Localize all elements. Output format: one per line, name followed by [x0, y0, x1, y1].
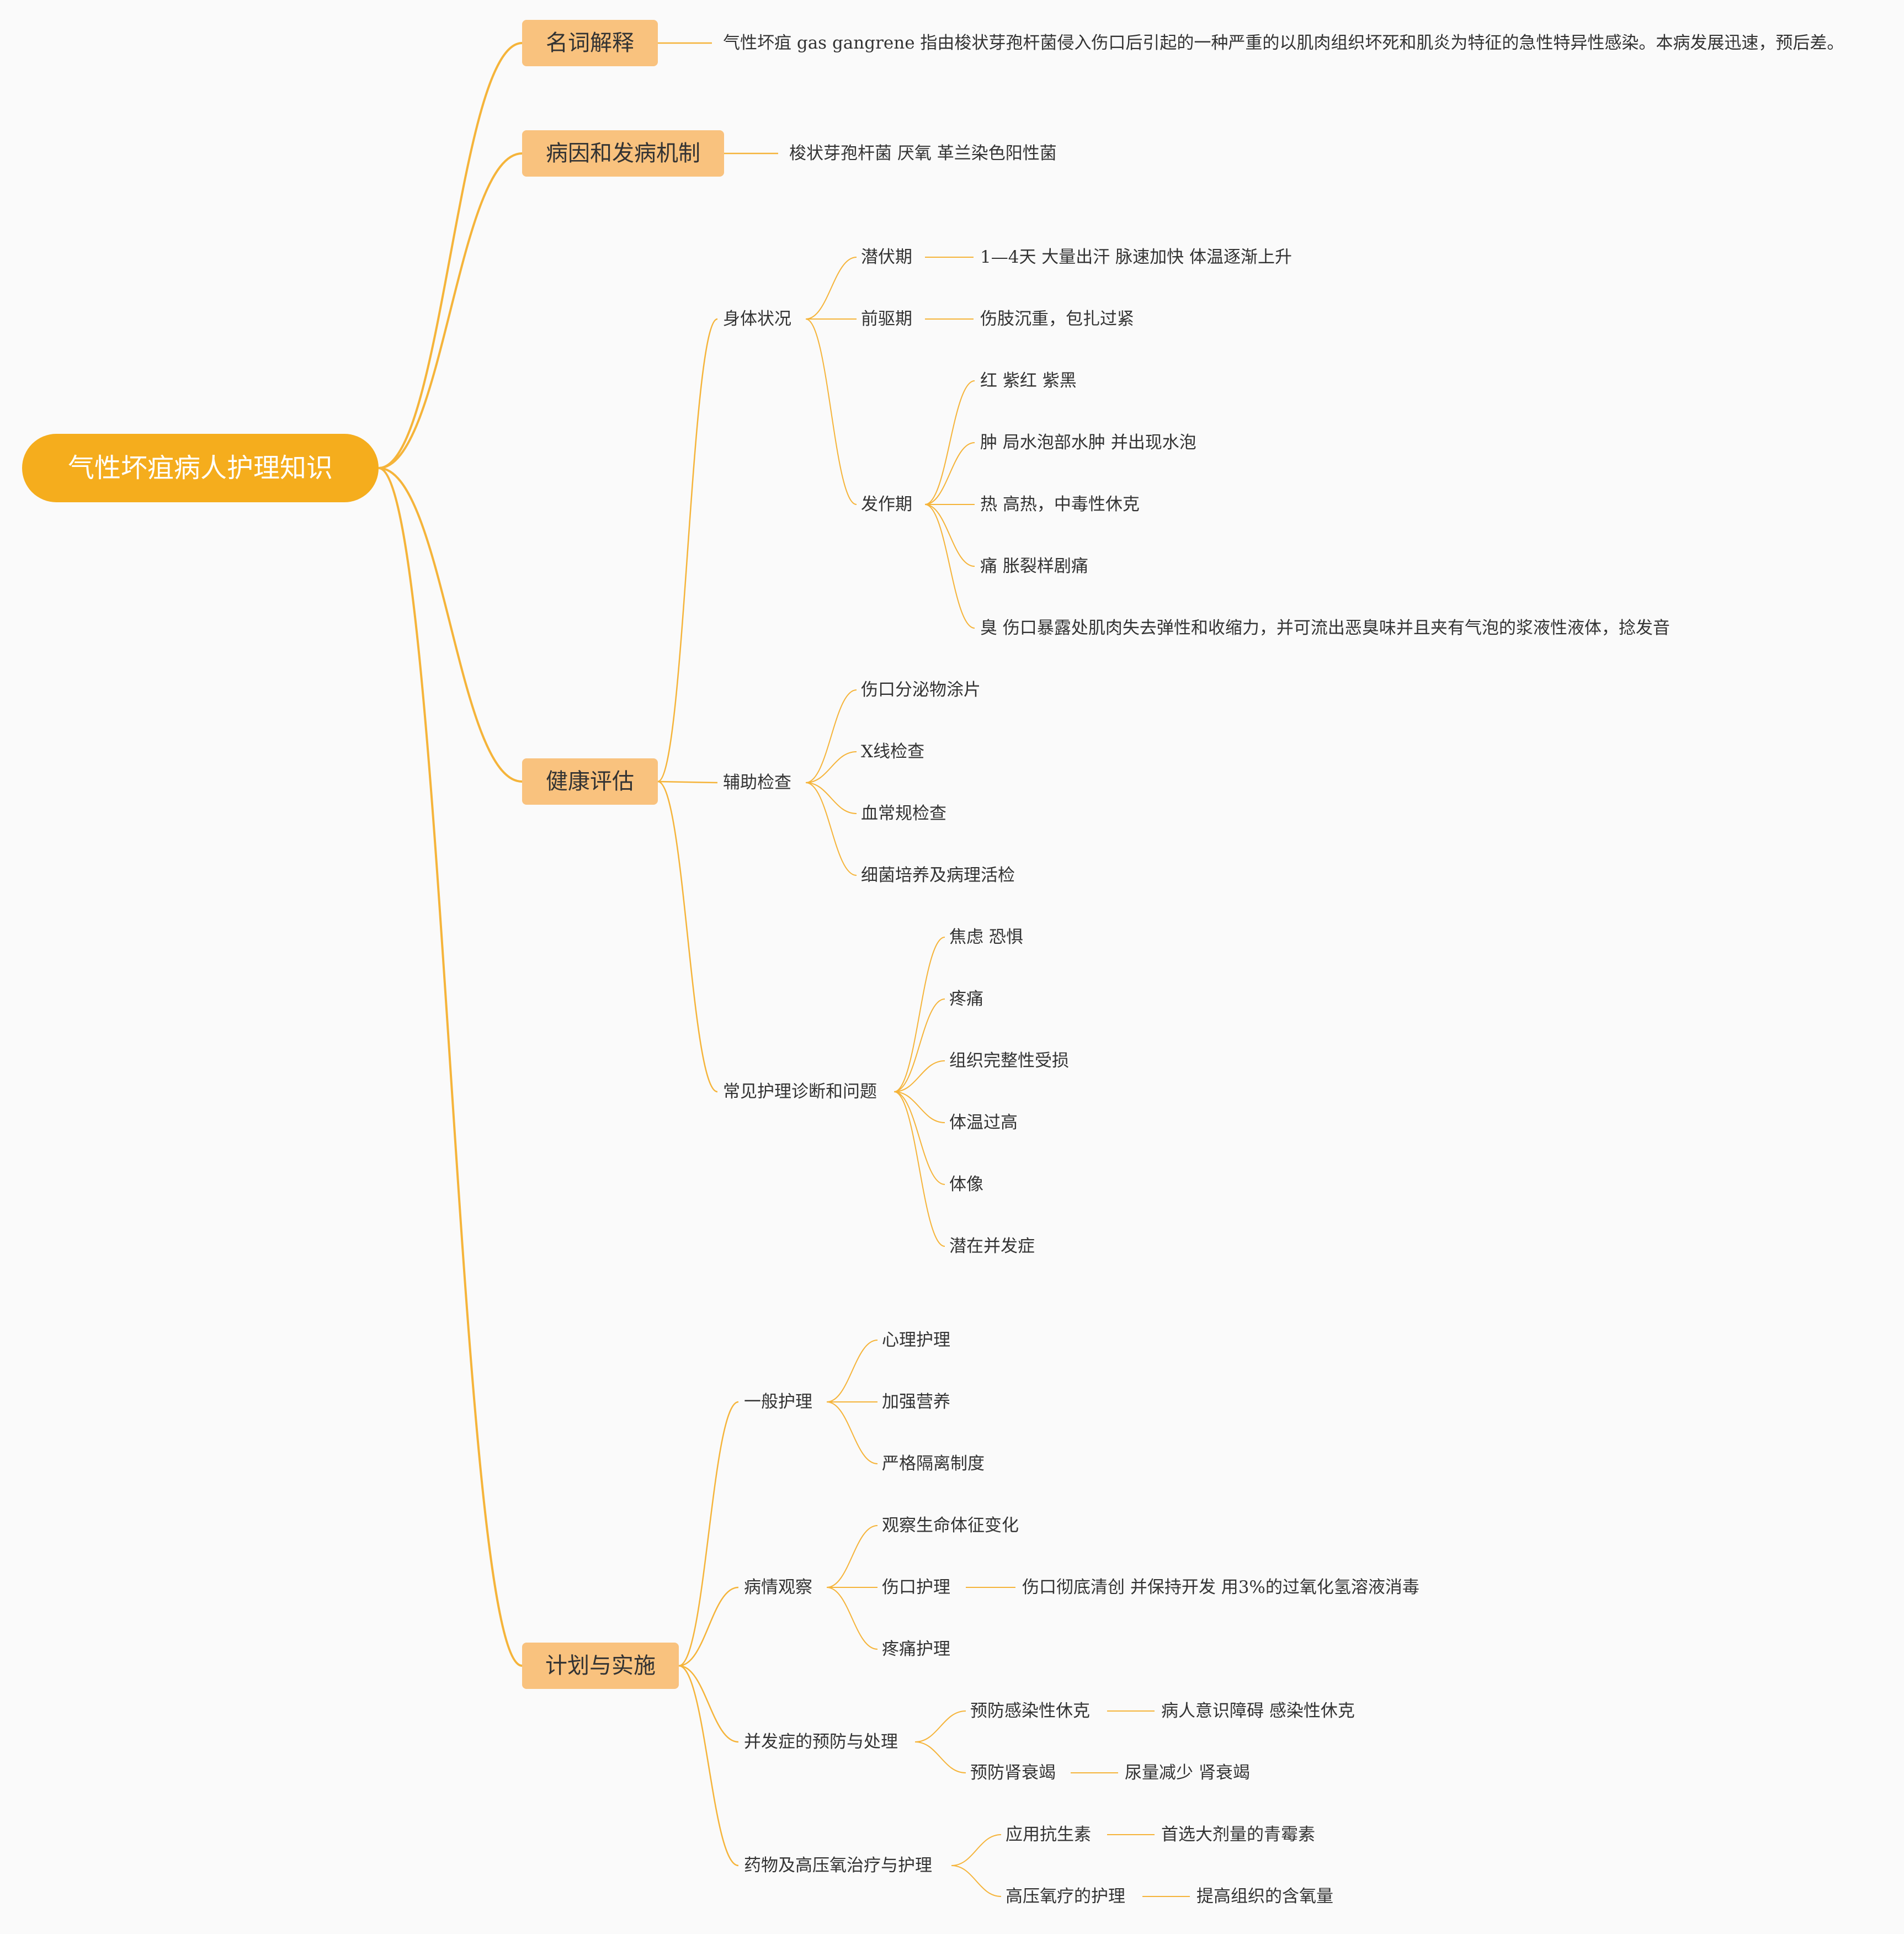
topic-health-assessment[interactable]: 健康评估	[522, 758, 658, 805]
nursing-diagnosis[interactable]: 常见护理诊断和问题	[723, 1082, 877, 1102]
wound-care[interactable]: 伤口护理	[882, 1577, 950, 1597]
septic-shock-detail: 病人意识障碍 感染性休克	[1161, 1701, 1355, 1721]
onset-item: 臭 伤口暴露处肌肉失去弹性和收缩力，并可流出恶臭味并且夹有气泡的浆液性液体，捻发…	[980, 618, 1670, 638]
connector	[657, 780, 718, 784]
connector	[826, 1401, 878, 1464]
onset-item: 红 紫红 紫黑	[980, 371, 1077, 391]
connector	[924, 442, 975, 505]
diag-item: 潜在并发症	[949, 1236, 1035, 1256]
connector	[805, 318, 857, 505]
connector	[805, 751, 857, 783]
stage-prodromal[interactable]: 前驱期	[861, 309, 912, 329]
renal-failure-detail: 尿量减少 肾衰竭	[1125, 1763, 1250, 1783]
etiology-detail: 梭状芽孢杆菌 厌氧 革兰染色阳性菌	[789, 144, 1057, 163]
root-topic[interactable]: 气性坏疽病人护理知识	[22, 434, 379, 502]
connector	[894, 1091, 945, 1185]
connector	[826, 1525, 878, 1588]
connector	[826, 1340, 878, 1402]
onset-item: 热 高热，中毒性休克	[980, 495, 1140, 514]
connector	[894, 998, 945, 1092]
general-item: 加强营养	[882, 1392, 950, 1412]
connector	[894, 937, 945, 1092]
aux-item: 伤口分泌物涂片	[861, 680, 981, 700]
prevent-septic-shock[interactable]: 预防感染性休克	[970, 1701, 1090, 1721]
connector	[378, 467, 523, 1667]
connector	[894, 1091, 945, 1123]
observe-item: 观察生命体征变化	[882, 1516, 1019, 1535]
hyperbaric-oxygen-detail: 提高组织的含氧量	[1196, 1887, 1333, 1906]
connector	[378, 467, 523, 783]
connector	[657, 318, 718, 783]
hyperbaric-oxygen[interactable]: 高压氧疗的护理	[1006, 1887, 1125, 1906]
antibiotics-detail: 首选大剂量的青霉素	[1161, 1825, 1315, 1845]
aux-item: 血常规检查	[861, 804, 946, 823]
connector	[805, 257, 857, 320]
general-item: 严格隔离制度	[882, 1454, 985, 1474]
connector	[826, 1587, 878, 1650]
connector	[951, 1865, 1002, 1897]
stage-incubation[interactable]: 潜伏期	[861, 247, 912, 267]
body-condition[interactable]: 身体状况	[723, 309, 791, 329]
drug-oxygen-therapy[interactable]: 药物及高压氧治疗与护理	[744, 1856, 932, 1875]
stage-onset[interactable]: 发作期	[861, 495, 912, 514]
onset-item: 肿 局水泡部水肿 并出现水泡	[980, 433, 1196, 453]
diag-item: 体温过高	[949, 1113, 1018, 1133]
diag-item: 组织完整性受损	[949, 1051, 1069, 1071]
condition-observation[interactable]: 病情观察	[744, 1577, 812, 1597]
prevent-renal-failure[interactable]: 预防肾衰竭	[970, 1763, 1056, 1783]
connector	[805, 782, 857, 814]
observe-item: 疼痛护理	[882, 1639, 950, 1659]
complication-prevention[interactable]: 并发症的预防与处理	[744, 1732, 898, 1752]
topic-etiology[interactable]: 病因和发病机制	[522, 130, 724, 177]
antibiotics[interactable]: 应用抗生素	[1006, 1825, 1091, 1845]
diag-item: 体像	[949, 1175, 983, 1194]
connector	[678, 1586, 739, 1667]
definition-detail: 气性坏疽 gas gangrene 指由梭状芽孢杆菌侵入伤口后引起的一种严重的以…	[723, 33, 1844, 53]
connector	[951, 1834, 1002, 1866]
topic-plan-implementation[interactable]: 计划与实施	[522, 1643, 679, 1689]
general-care[interactable]: 一般护理	[744, 1392, 812, 1412]
connector	[924, 380, 975, 505]
auxiliary-exam[interactable]: 辅助检查	[723, 773, 791, 793]
connector	[894, 1060, 945, 1092]
aux-item: 细菌培养及病理活检	[861, 865, 1015, 885]
connector	[924, 504, 975, 629]
connector	[657, 780, 718, 1093]
connector	[894, 1091, 945, 1247]
aux-item: X线检查	[861, 742, 925, 762]
connector	[805, 689, 857, 783]
connector	[678, 1665, 739, 1743]
wound-care-detail: 伤口彻底清创 并保持开发 用3%的过氧化氢溶液消毒	[1022, 1577, 1419, 1597]
connector	[378, 42, 523, 469]
connector	[678, 1401, 739, 1667]
connector	[914, 1710, 966, 1742]
onset-item: 痛 胀裂样剧痛	[980, 556, 1088, 576]
diag-item: 焦虑 恐惧	[949, 927, 1023, 947]
connector	[914, 1741, 966, 1773]
stage-prodromal-detail: 伤肢沉重，包扎过紧	[980, 309, 1134, 329]
connector	[924, 504, 975, 567]
topic-definition[interactable]: 名词解释	[522, 20, 658, 66]
connector	[678, 1665, 739, 1867]
general-item: 心理护理	[882, 1330, 950, 1350]
stage-incubation-detail: 1—4天 大量出汗 脉速加快 体温逐渐上升	[980, 247, 1293, 267]
connector	[805, 782, 857, 876]
connector	[378, 152, 523, 469]
diag-item: 疼痛	[949, 989, 983, 1009]
